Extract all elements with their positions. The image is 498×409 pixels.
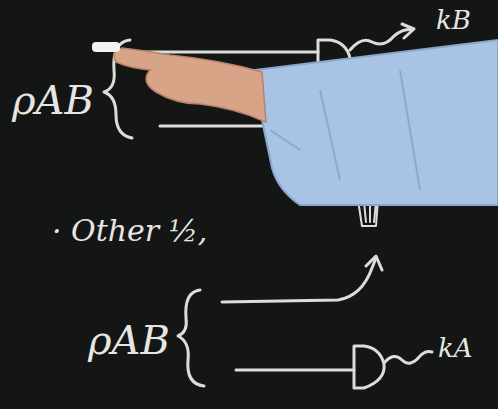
detector-symbol — [354, 346, 384, 388]
wavy-arrow — [350, 30, 412, 50]
chalk — [92, 42, 120, 52]
wire — [160, 125, 262, 128]
arrowhead — [402, 24, 414, 38]
brace — [178, 290, 204, 386]
wire — [236, 369, 354, 372]
density-matrix-label: ρAB — [88, 318, 170, 362]
outcome-label: kA — [438, 334, 473, 363]
note-text: · Other ½, — [52, 214, 207, 247]
arrowhead — [366, 256, 382, 270]
density-matrix-label: ρAB — [12, 78, 94, 122]
wavy-line — [385, 352, 432, 364]
shirt-sleeve — [255, 40, 498, 205]
outcome-label: kB — [436, 6, 471, 35]
hand — [114, 48, 266, 122]
sleeve-folds — [270, 70, 420, 190]
wire — [222, 258, 376, 302]
